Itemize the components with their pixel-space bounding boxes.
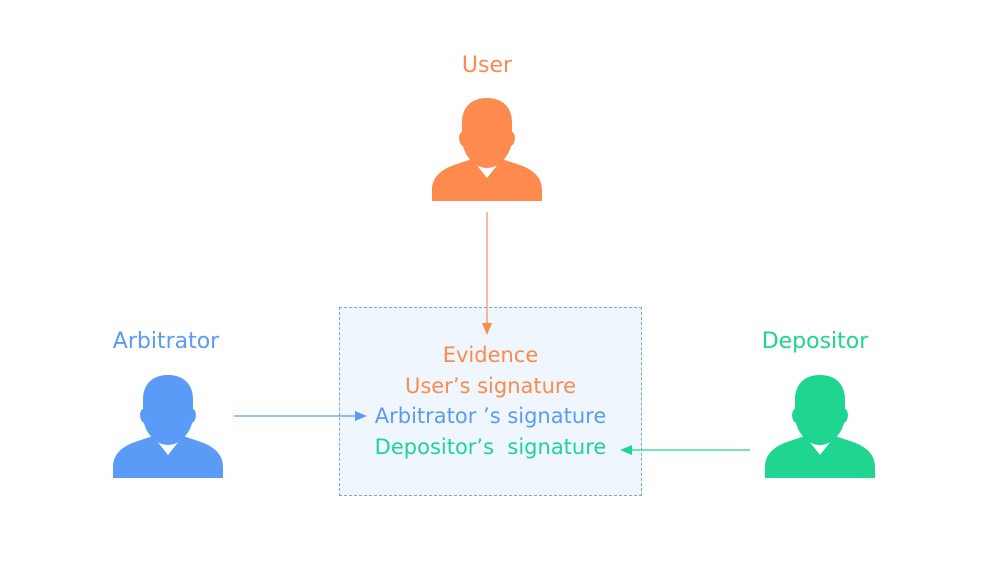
user-label: User bbox=[461, 53, 513, 78]
arbitrator-person-icon bbox=[113, 375, 223, 478]
evidence-box: Evidence User’s signature Arbitrator ’s … bbox=[339, 307, 642, 496]
depositor-person-icon bbox=[765, 375, 875, 478]
evidence-line-depositor-signature: Depositor’s signature bbox=[374, 435, 607, 459]
evidence-line-user-signature: User’s signature bbox=[404, 374, 577, 398]
depositor-label: Depositor bbox=[761, 329, 869, 354]
arbitrator-label: Arbitrator bbox=[112, 329, 220, 354]
evidence-line-arbitrator-signature: Arbitrator ’s signature bbox=[374, 404, 607, 428]
evidence-line-evidence: Evidence bbox=[442, 343, 539, 367]
user-person-icon bbox=[432, 98, 542, 201]
